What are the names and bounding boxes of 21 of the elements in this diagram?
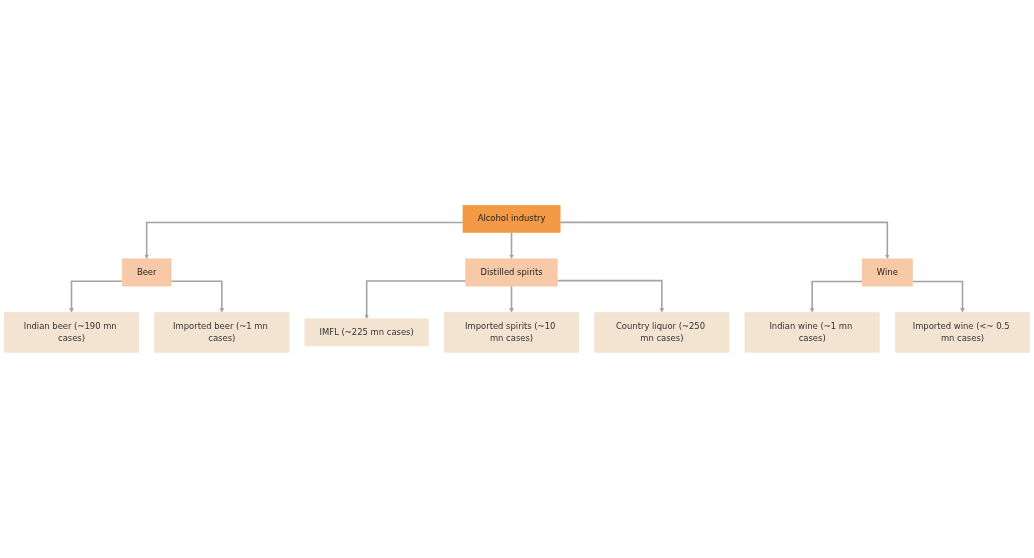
node-box: Imported wine (<~ 0.5 mn cases) [894,312,1031,353]
node-box: Country liquor (~250 mn cases) [594,312,730,353]
node-box: Alcohol industry [462,205,561,233]
arrow [364,280,467,320]
node-box: Distilled spirits [465,258,558,287]
arrow [509,231,514,260]
arrow [170,280,225,313]
node-box: Indian beer (~190 mn cases) [3,312,140,353]
arrow [144,221,464,260]
arrow [911,280,965,313]
node-box: Imported beer (~1 mn cases) [154,312,290,353]
node-box: Imported spirits (~10 mn cases) [444,312,580,353]
node-box: Indian wine (~1 mn cases) [744,312,880,353]
node-box: IMFL (~225 mn cases) [304,318,429,347]
arrow [69,280,123,313]
node-box: Wine [861,258,913,287]
arrow [509,285,514,313]
arrow [559,221,890,260]
node-box: Beer [121,258,172,287]
arrow [556,280,665,313]
arrow [809,280,863,313]
